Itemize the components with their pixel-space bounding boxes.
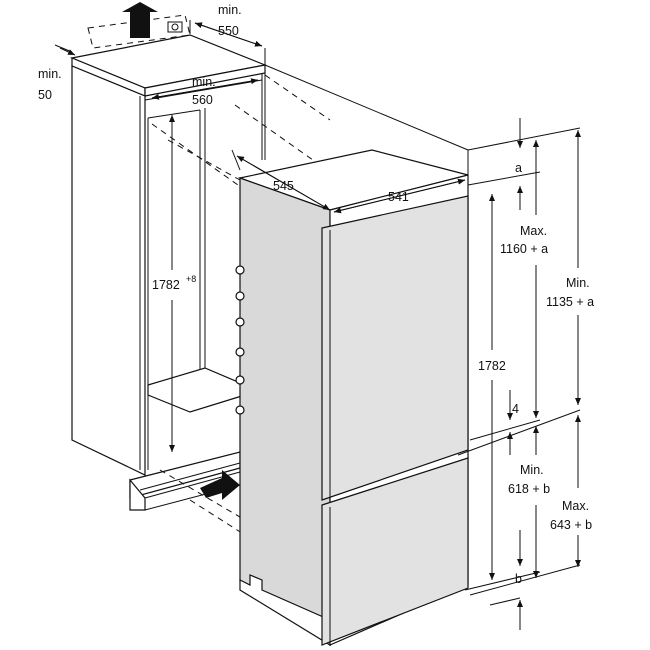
label-max-1160-a: Max.	[520, 224, 547, 238]
dim-inner-560: min. 560	[151, 75, 259, 107]
label-width-541: 541	[388, 190, 409, 204]
dim-min-1135: Min. 1135 + a	[546, 130, 594, 405]
label-min-1135-a: Min.	[566, 276, 590, 290]
dim-appliance-height: 1782	[478, 194, 506, 580]
air-inlet-arrow-icon	[200, 470, 240, 500]
label-gap-4: 4	[512, 402, 519, 416]
dim-top-550: min. 550	[189, 3, 266, 65]
label-min-618-a: Min.	[520, 463, 544, 477]
dim-width-541: 541	[333, 178, 466, 214]
label-min-550-b: 550	[218, 24, 239, 38]
label-min-1135-b: 1135 + a	[546, 295, 594, 309]
air-outlet-arrow-icon	[122, 2, 158, 38]
label-max-643-b: 643 + b	[550, 518, 592, 532]
label-max-1160-b: 1160 + a	[500, 242, 548, 256]
label-max-643-a: Max.	[562, 499, 589, 513]
label-depth-545: 545	[273, 179, 294, 193]
dim-gap-a: a	[515, 118, 523, 210]
niche-cabinet	[69, 34, 268, 511]
dim-max-1160: Max. 1160 + a	[500, 140, 548, 418]
label-appliance-1782: 1782	[478, 359, 506, 373]
label-niche-tolerance: +8	[186, 274, 196, 284]
appliance-body	[235, 149, 469, 647]
dim-gap-b: b	[515, 530, 523, 630]
label-min-550-a: min.	[218, 3, 242, 17]
label-min-50-b: 50	[38, 88, 52, 102]
dim-max-643: Max. 643 + b	[550, 415, 592, 567]
label-niche-1782: 1782	[152, 278, 180, 292]
label-min-50-a: min.	[38, 67, 62, 81]
projection-lines	[151, 74, 331, 536]
lower-door	[321, 457, 469, 646]
label-min-618-b: 618 + b	[508, 482, 550, 496]
upper-door	[321, 195, 469, 501]
dim-side-50: min. 50	[38, 44, 76, 102]
dim-min-618: Min. 618 + b	[508, 426, 550, 578]
dim-depth-545: 545	[231, 149, 331, 211]
label-gap-a: a	[515, 161, 522, 175]
dim-gap-4: 4	[507, 390, 519, 455]
label-min-560-b: 560	[192, 93, 213, 107]
door-hinges	[235, 265, 245, 415]
label-min-560-a: min.	[192, 75, 216, 89]
label-gap-b: b	[515, 572, 522, 586]
reference-lines-right	[264, 64, 581, 606]
dim-niche-height: 1782 +8	[152, 115, 196, 452]
top-vent-grill	[87, 14, 191, 49]
